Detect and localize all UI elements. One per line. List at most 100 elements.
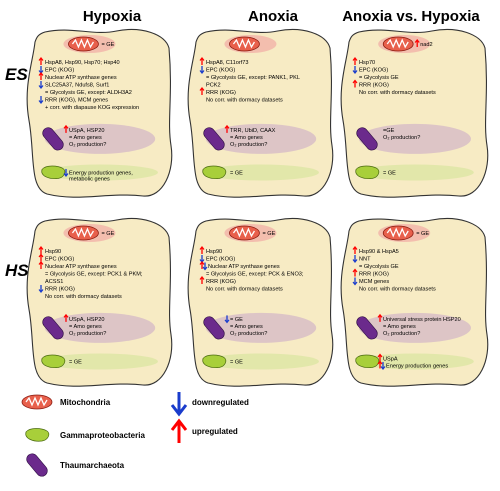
mitochondria-icon (228, 36, 261, 52)
gammaproteobacteria-icon (202, 354, 227, 369)
panel-line: SLC25A37, Ndufs8, Surf1 (45, 83, 109, 89)
thaumarchaeota-note: = Amo genes (69, 324, 102, 330)
gammaproteobacteria-halo (42, 164, 158, 181)
gammaproteobacteria-note: = GE (383, 170, 396, 176)
gammaproteobacteria-note: USpA (383, 356, 398, 362)
panel-line: No corr. with dormacy datasets (359, 287, 436, 293)
row-label-es: ES (5, 65, 28, 84)
mitochondrion-note: = GE (262, 231, 275, 237)
column-title-hypoxia: Hypoxia (83, 8, 142, 25)
panel-line: Hsp90 (206, 249, 222, 255)
thaumarchaeota-note: Universal stress protein HSP20 (383, 317, 461, 323)
mitochondrion-note: nad2 (420, 42, 432, 48)
panel-line: EPC (KOG) (45, 68, 74, 74)
panel-line: = Glycolysis GE, except: ALDH3A2 (45, 90, 132, 96)
mitochondria-icon (67, 36, 100, 52)
panel-line: = Glycolysis GE, except: PCK1 & PKM; (45, 272, 143, 278)
gammaproteobacteria-halo (203, 353, 319, 370)
panel-line: EPC (KOG) (206, 257, 235, 263)
down-arrow-icon (63, 168, 69, 177)
gammaproteobacteria-halo (203, 164, 319, 181)
mitochondria-icon (21, 394, 53, 410)
panel-line: Nuclear ATP synthase genes (45, 75, 117, 81)
panel-line: RRR (KOG) (359, 83, 389, 89)
gammaproteobacteria-note: = GE (230, 170, 243, 176)
down-arrow-icon (199, 66, 205, 74)
thaumarchaeota-note: =GE (383, 128, 395, 134)
panel-line: RRR (KOG) (359, 272, 389, 278)
thaumarchaeota-note: O₂ production? (69, 331, 106, 337)
down-arrow-icon (38, 81, 44, 89)
up-arrow-icon (38, 253, 44, 262)
up-arrow-icon (199, 246, 205, 254)
panel-line: ACSS1 (45, 279, 63, 285)
up-arrow-icon (38, 57, 44, 65)
thaumarchaeota-halo (205, 312, 317, 343)
thaumarchaeota-halo (44, 312, 156, 343)
thaumarchaeota-note: = Amo genes (69, 135, 102, 141)
panel-line: No corr. with dormacy datasets (206, 287, 283, 293)
cell-outline (187, 28, 334, 198)
panel-line: EPC (KOG) (206, 68, 235, 74)
cell-outline (340, 28, 489, 198)
gammaproteobacteria-note: metabolic genes (69, 176, 110, 182)
gammaproteobacteria-note: = GE (230, 359, 243, 365)
thaumarchaeota-halo (359, 312, 471, 343)
gammaproteobacteria-note: = GE (69, 359, 82, 365)
down-arrow-icon (352, 66, 358, 74)
legend-label-downregulated: downregulated (192, 398, 249, 407)
panel-line: + corr. with diapause KOG expression (45, 105, 139, 111)
thaumarchaeota-note: = GE (230, 317, 243, 323)
cell-outline (340, 217, 489, 387)
gammaproteobacteria-icon (41, 354, 66, 369)
down-arrow-icon (170, 392, 188, 417)
thaumarchaeota-icon (24, 451, 50, 479)
thaumarchaeota-note: O₂ production? (69, 142, 106, 148)
up-arrow-icon (38, 246, 44, 254)
panel-line: Hsp90 & HspA5 (359, 249, 399, 255)
thaumarchaeota-note: O₂ production? (383, 331, 420, 337)
gammaproteobacteria-icon (202, 165, 227, 180)
panel-line: Nuclear ATP synthase genes (45, 264, 117, 270)
panel-line: EPC (KOG) (359, 68, 388, 74)
panel-line: HspA8, Hsp90, Hsp70; Hsp40 (45, 60, 120, 66)
panel-line: RRR (KOG) (206, 279, 236, 285)
panel-line: RRR (KOG), MCM genes (45, 98, 108, 104)
thaumarchaeota-halo (359, 123, 471, 154)
up-arrow-icon (63, 313, 69, 322)
thaumarchaeota-note: = Amo genes (230, 135, 263, 141)
gammaproteobacteria-halo (42, 353, 158, 370)
up-arrow-icon (224, 124, 230, 133)
panel-line: Hsp90 (45, 249, 61, 255)
legend-label-mitochondria: Mitochondria (60, 398, 111, 407)
panel-line: PCK2 (206, 83, 221, 89)
up-arrow-icon (170, 418, 188, 443)
panel-line: EPC (KOG) (45, 257, 74, 263)
gammaproteobacteria-note: Energy production genes (386, 363, 448, 369)
panel-line: RRR (KOG) (206, 90, 236, 96)
gammaproteobacteria-icon (355, 165, 380, 180)
up-arrow-icon (199, 261, 205, 269)
legend-label-upregulated: upregulated (192, 427, 238, 436)
panel-line: MCM genes (359, 279, 389, 285)
thaumarchaeota-note: O₂ production? (230, 142, 267, 148)
legend-label-thaumarchaeota: Thaumarchaeota (60, 461, 125, 470)
panel-line: NNT (359, 257, 371, 263)
panel-line: HspA8, C11orf73 (206, 60, 249, 66)
mitochondria-icon (67, 225, 100, 241)
thaumarchaeota-halo (205, 123, 317, 154)
gammaproteobacteria-halo (356, 164, 474, 181)
gammaproteobacteria-note: Energy production genes, (69, 170, 133, 176)
down-arrow-icon (352, 255, 358, 263)
panel-line: Nuclear ATP synthase genes (208, 264, 280, 270)
thaumarchaeota-note: USpA, HSP20 (69, 317, 104, 323)
mitochondria-icon (228, 225, 261, 241)
mitochondrion-note: = GE (101, 42, 114, 48)
down-arrow-icon (38, 285, 44, 293)
up-arrow-icon (352, 57, 358, 65)
